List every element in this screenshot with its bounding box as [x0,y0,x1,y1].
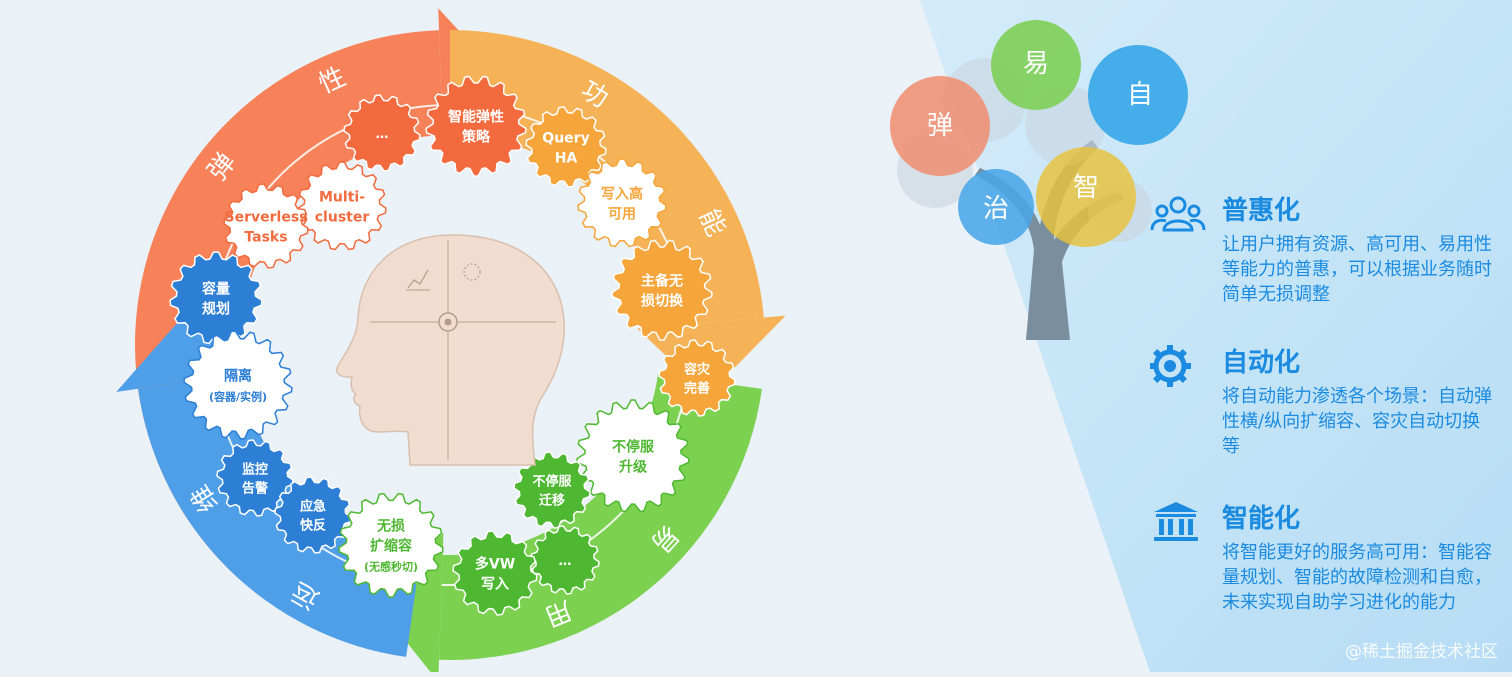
feature-description: 将自动能力渗透各个场景：自动弹性横/纵向扩缩容、容灾自动切换等 [1222,386,1492,457]
gear-shape [658,339,736,417]
bubble-self-label: 自 [1127,80,1153,110]
gear-label: 策略 [461,128,491,145]
gear-label: 容量 [201,280,230,297]
gear-label: 不停服 [612,438,655,455]
gear-multi-cluster: Multi-cluster [297,161,387,251]
gear-label: 写入 [481,576,509,592]
tree-illustration: 易 自 弹 智 治 [890,20,1188,340]
gear-label: Query [542,130,589,146]
gear-label: 监控 [242,461,268,477]
gear-more-1: … [343,94,421,172]
gear-shape [274,476,352,554]
gear-label: 隔离 [224,367,252,384]
feature-description: 让用户拥有资源、高可用、易用性等能力的普惠，可以根据业务随时简单无损调整 [1222,234,1492,305]
gear-icon [1150,345,1191,387]
watermark: @稀土掘金技术社区 [1345,642,1498,662]
gear-shape [297,161,387,251]
gear-shape [611,239,713,341]
center-head [336,234,565,466]
gear-shape [576,399,690,513]
gear-shape [216,439,294,517]
gear-label: Serverless [225,209,308,225]
idea-doodle-icon [463,263,481,281]
feature-title: 智能化 [1222,504,1301,534]
users-icon [1150,196,1206,232]
bank-icon [1154,502,1198,541]
bubble-smart-label: 智 [1073,173,1099,203]
gear-label: 不停服 [532,473,572,489]
gear-label: cluster [315,209,370,225]
gear-label: 迁移 [539,492,565,508]
gear-shape [223,183,309,269]
gear-label: HA [555,150,578,166]
gear-label: 应急 [300,498,326,514]
bubble-easy [991,20,1081,110]
gear-label: 告警 [242,480,268,496]
bubble-elastic-label: 弹 [927,111,953,141]
gear-shape [525,106,607,188]
feature-title: 普惠化 [1222,196,1301,226]
gear-label: (无感秒切) [364,559,418,573]
bubble-govern-label: 治 [983,194,1009,224]
feature-description: 将智能更好的服务高可用：智能容量规划、智能的故障检测和自愈，未来实现自助学习进化… [1222,542,1492,613]
head-silhouette [336,234,565,466]
gear-label: 容灾 [683,361,711,377]
gear-shape [425,75,527,177]
gear-label: 智能弹性 [447,108,504,125]
gear-label: 升级 [619,458,648,475]
gear-label: 无损 [376,517,405,534]
feature-title: 自动化 [1222,348,1301,378]
gear-label: 写入高 [601,185,643,202]
gear-label: (容器/实例) [209,389,267,403]
chart-doodle-icon [407,269,429,289]
gear-label: 规划 [202,300,230,317]
bubble-easy-label: 易 [1023,49,1049,79]
bubble-self [1088,45,1188,145]
gear-multi-vw: 多VW 写入 [452,530,538,616]
gear-shape [183,330,293,440]
gear-shape [343,94,421,172]
bubble-elastic [890,76,990,176]
gear-shape [513,451,591,529]
gear-isolation: 隔离 (容器/实例) [183,330,293,440]
gear-shape [577,158,667,248]
gear-label: 主备无 [641,272,683,289]
gear-capacity: 容量规划 [169,251,263,345]
gear-label: 快反 [300,517,326,533]
gear-shape [452,530,538,616]
gear-label: 损切换 [641,292,684,309]
gear-label: 完善 [684,380,710,396]
gear-label: … [376,127,389,142]
gear-label: … [559,554,572,569]
gear-label: 可用 [608,206,636,222]
gear-shape [338,492,444,598]
gear-label: Multi- [319,189,365,205]
gear-label: 扩缩容 [370,537,412,554]
brain-gear-hub [444,318,452,326]
gear-label: Tasks [244,229,287,245]
bubble-smart [1036,147,1136,247]
bubble-govern [958,169,1034,245]
gear-label: 多VW [475,555,515,572]
